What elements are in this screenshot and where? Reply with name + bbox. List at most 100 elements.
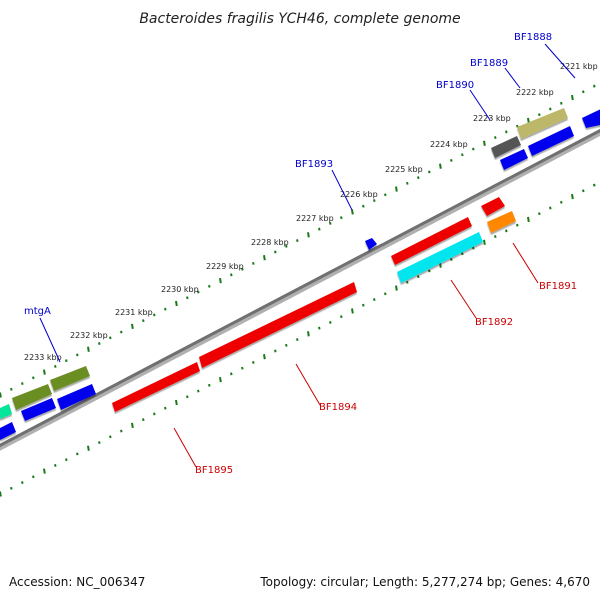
ruler-tick-label: 2226 kbp — [340, 190, 378, 199]
upper-tick-row — [0, 84, 596, 398]
major-tick — [483, 239, 486, 245]
label-BF1895[interactable]: BF1895 — [195, 465, 233, 476]
minor-tick — [406, 280, 409, 284]
minor-tick — [32, 475, 35, 479]
minor-tick — [241, 366, 244, 370]
minor-tick — [538, 212, 541, 216]
minor-tick — [593, 84, 596, 88]
label-BF1892[interactable]: BF1892 — [475, 317, 513, 328]
gene-red-block-1[interactable] — [391, 217, 472, 265]
major-tick — [87, 445, 90, 451]
minor-tick — [252, 360, 255, 364]
label-BF1893[interactable]: BF1893 — [295, 159, 333, 170]
major-tick — [263, 354, 266, 360]
label-BF1888[interactable]: BF1888 — [514, 32, 552, 43]
major-tick — [219, 376, 222, 383]
minor-tick — [230, 273, 233, 277]
minor-tick — [98, 441, 101, 444]
minor-tick — [65, 458, 68, 462]
major-tick — [43, 369, 46, 375]
minor-tick — [582, 189, 585, 193]
genome-summary-text: Topology: circular; Length: 5,277,274 bp… — [259, 575, 590, 589]
major-tick — [131, 323, 134, 330]
minor-tick — [109, 336, 112, 340]
minor-tick — [538, 113, 541, 117]
gene-BF1893-block[interactable] — [365, 238, 377, 250]
major-tick — [0, 491, 2, 497]
ruler-tick-label: 2225 kbp — [385, 165, 423, 174]
minor-tick — [153, 412, 156, 416]
lower-tick-row — [0, 183, 596, 497]
label-connectors — [39, 43, 576, 468]
minor-tick — [362, 204, 365, 208]
minor-tick — [505, 229, 508, 233]
gene-BF1891-block[interactable] — [487, 211, 516, 233]
gene-teal-block[interactable] — [0, 404, 12, 419]
gene-blue-block-4[interactable] — [21, 398, 56, 421]
gene-labels: BF1888 BF1889 BF1890 BF1893 mtgA BF1891 … — [24, 32, 577, 476]
ruler-tick-label: 2230 kbp — [161, 285, 199, 294]
minor-tick — [197, 389, 200, 393]
label-mtgA[interactable]: mtgA — [24, 306, 51, 317]
minor-tick — [417, 275, 420, 279]
minor-tick — [10, 387, 13, 391]
gene-olive-block-2[interactable] — [12, 384, 52, 410]
ruler-tick-label: 2221 kbp — [560, 62, 598, 71]
minor-tick — [582, 90, 585, 94]
minor-tick — [120, 429, 123, 433]
gene-BF1888-block[interactable] — [582, 107, 600, 128]
minor-tick — [450, 258, 453, 261]
gene-blue-block-5[interactable] — [0, 422, 16, 440]
label-BF1891[interactable]: BF1891 — [539, 281, 577, 292]
major-tick — [395, 186, 398, 192]
features — [0, 107, 600, 440]
gene-BF1894-block[interactable] — [199, 282, 357, 368]
minor-tick — [329, 221, 332, 225]
minor-tick — [472, 147, 475, 151]
minor-tick — [560, 101, 563, 105]
minor-tick — [153, 313, 156, 317]
gene-red-block-2[interactable] — [481, 197, 505, 216]
minor-tick — [76, 452, 79, 456]
major-tick — [263, 255, 266, 261]
minor-tick — [274, 250, 277, 254]
ruler-tick-label: 2227 kbp — [296, 214, 334, 223]
gene-BF1892-block[interactable] — [397, 232, 483, 283]
minor-tick — [450, 159, 453, 162]
minor-tick — [32, 376, 35, 380]
major-tick — [527, 117, 530, 124]
major-tick — [571, 193, 574, 200]
gene-BF1890-block[interactable] — [491, 136, 521, 158]
gene-BF1889-block[interactable] — [517, 108, 568, 139]
label-BF1890[interactable]: BF1890 — [436, 80, 474, 91]
minor-tick — [472, 246, 475, 250]
gene-blue-block-1[interactable] — [500, 149, 528, 170]
minor-tick — [274, 349, 277, 353]
minor-tick — [384, 193, 387, 197]
label-BF1889[interactable]: BF1889 — [470, 58, 508, 69]
minor-tick — [461, 252, 464, 256]
minor-tick — [296, 338, 299, 342]
gene-blue-block-3[interactable] — [57, 384, 96, 410]
major-tick — [395, 285, 398, 291]
minor-tick — [208, 383, 211, 387]
backbone — [0, 128, 600, 451]
ruler-tick-label: 2233 kbp — [24, 353, 62, 362]
ruler-tick-label: 2229 kbp — [206, 262, 244, 271]
minor-tick — [549, 107, 552, 111]
gene-mtgA-block[interactable] — [50, 366, 90, 391]
minor-tick — [285, 343, 288, 347]
minor-tick — [142, 418, 145, 422]
major-tick — [307, 232, 310, 238]
gene-blue-block-2[interactable] — [528, 126, 574, 156]
minor-tick — [362, 303, 365, 307]
gene-BF1895-block[interactable] — [112, 362, 200, 412]
minor-tick — [241, 267, 244, 271]
ruler-tick-label: 2231 kbp — [115, 308, 153, 317]
minor-tick — [120, 330, 123, 334]
minor-tick — [428, 170, 431, 174]
minor-tick — [593, 183, 596, 187]
label-BF1894[interactable]: BF1894 — [319, 402, 357, 413]
major-tick — [87, 346, 90, 352]
